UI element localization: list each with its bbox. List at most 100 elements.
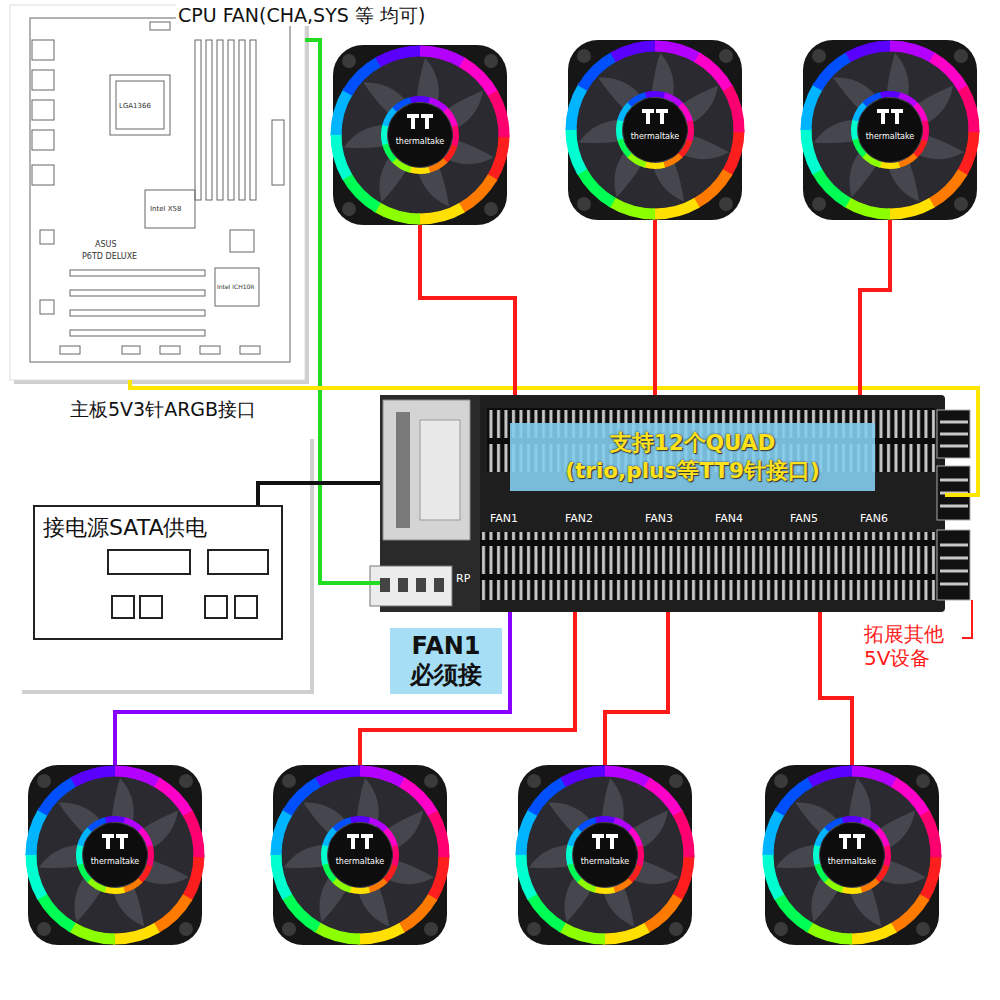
illustration-part [205,596,227,618]
illustration-part [240,346,260,354]
wire [820,612,852,765]
illustration-part [383,400,470,540]
illustration-part [245,740,474,969]
illustration-part [116,81,164,129]
note-text: FAN1 必须接 [390,628,502,694]
illustration-part [540,15,769,244]
illustration-part [398,578,408,592]
illustration-part [122,346,140,354]
fan-logo-text: thermaltake [765,857,939,867]
argb-fan: thermaltake [803,40,977,220]
fan-logo-text: thermaltake [803,132,977,142]
argb-fan: thermaltake [273,765,447,945]
chip-label: Intel ICH10R [217,283,254,290]
motherboard-drawing [10,5,309,384]
connector-label: CPU FAN(CHA,SYS 等 均可) [176,4,427,26]
illustration-part [32,40,54,60]
brand-label: ASUS [95,240,116,249]
wire [653,220,657,395]
illustration-part [32,70,54,90]
wire [420,225,515,395]
illustration-part [60,346,80,354]
fan-logo-text: thermaltake [28,857,202,867]
illustration-part [380,578,390,592]
illustration-part [10,5,305,380]
illustration-part [217,40,223,200]
illustration-part [145,190,195,228]
illustration-part [112,596,134,618]
chip-label: Intel X58 [150,205,181,213]
argb-fan: thermaltake [765,765,939,945]
illustration-part [40,230,54,244]
illustration-part [70,290,205,296]
illustration-part [108,550,268,618]
hub-feature-text: 支持12个QUAD (trio,plus等TT9针接口) [510,423,875,491]
illustration-part [940,505,968,508]
illustration-part [70,270,205,276]
illustration-part [380,395,945,612]
illustration-part [937,410,970,458]
illustration-part [305,20,534,249]
illustration-part [737,740,966,969]
illustration-part [940,570,968,573]
illustration-part [434,578,444,592]
wire [360,612,575,765]
illustration-part [250,40,256,200]
illustration-part [416,578,426,592]
illustration-part [150,22,170,30]
hub-board-drawing [370,395,970,612]
header-label: FAN6 [860,512,888,525]
illustration-part [396,412,410,528]
illustration-part [140,596,162,618]
illustration-part [30,18,290,362]
argb-fan: thermaltake [333,45,507,225]
fan-logo-text: thermaltake [273,857,447,867]
illustration-part [30,18,290,362]
illustration-part [490,740,719,969]
illustration-part [195,40,201,200]
header-label: FAN2 [565,512,593,525]
header-label: FAN5 [790,512,818,525]
illustration-part [239,40,245,200]
illustration-part [0,740,229,969]
illustration-part [70,330,205,336]
illustration-part [940,544,968,547]
note-box: FAN1 必须接 [390,628,502,694]
illustration-part [206,40,212,200]
illustration-part [160,346,180,354]
illustration-part [235,596,257,618]
illustration-part [230,230,254,252]
wire [258,483,380,505]
illustration-part [108,550,190,574]
illustration-part [940,422,968,584]
power-supply: 接电源SATA供电 [33,505,283,640]
illustration-part [940,421,968,424]
header-label: FAN3 [645,512,673,525]
header-label: RP [456,572,470,585]
wire [605,612,668,765]
illustration-part [940,433,968,436]
illustration-part [940,583,968,586]
argb-fan: thermaltake [28,765,202,945]
fan-logo-text: thermaltake [518,857,692,867]
wire [130,380,978,495]
illustration-part [940,445,968,448]
illustration-part [420,420,460,520]
illustration-part [775,15,1000,244]
illustration-part [480,532,935,600]
wire [860,220,890,395]
illustration-part [32,130,54,150]
illustration-part [18,435,310,690]
wire [305,40,380,583]
port-label: 主板5V3针ARGB接口 [70,398,256,420]
illustration-part [208,550,268,574]
leader-line [962,600,972,638]
illustration-part [40,300,54,314]
chip-label: LGA1366 [119,102,151,110]
illustration-part [480,532,935,600]
motherboard: 主板5V3针ARGB接口 [10,5,305,380]
wire [115,612,510,765]
